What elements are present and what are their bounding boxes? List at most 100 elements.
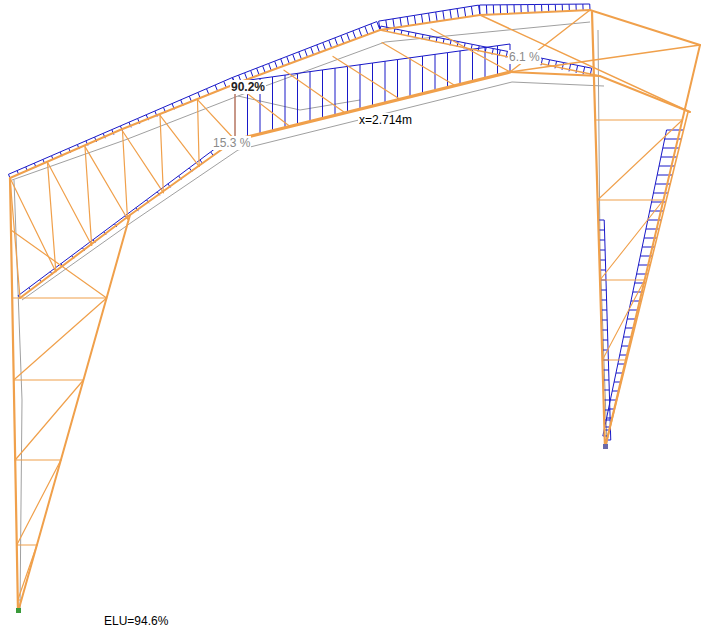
frame-member <box>11 230 107 298</box>
result-hatch <box>486 5 487 15</box>
frame-member <box>598 199 664 200</box>
result-hatch <box>457 9 458 19</box>
result-hatch <box>317 45 320 53</box>
result-hatch <box>460 51 461 84</box>
result-hatch <box>385 61 386 103</box>
result-hatch <box>353 31 356 39</box>
frame-member <box>592 12 605 448</box>
frame-member <box>595 119 682 120</box>
result-hatch <box>245 73 248 80</box>
result-hatch <box>471 6 472 16</box>
result-hatch <box>397 60 398 100</box>
result-hatch <box>507 5 508 14</box>
result-hatch <box>443 11 444 21</box>
frame-member <box>198 100 236 140</box>
result-hatch <box>379 21 380 30</box>
result-hatch <box>310 72 311 122</box>
result-hatch <box>410 58 411 97</box>
support-node <box>603 444 608 449</box>
result-hatch <box>285 75 286 128</box>
frame-member <box>14 298 107 380</box>
result-hatch <box>479 5 480 15</box>
deflection-line <box>12 22 590 180</box>
result-hatch <box>421 14 422 23</box>
result-hatch <box>480 4 590 5</box>
frame-members <box>10 10 700 612</box>
result-hatch <box>500 5 501 14</box>
result-hatch <box>322 70 323 118</box>
result-hatch <box>513 5 514 14</box>
result-hatch <box>372 63 373 106</box>
result-hatch <box>272 77 273 131</box>
frame-member <box>602 359 625 360</box>
result-hatch <box>297 73 298 124</box>
result-hatch <box>251 70 254 77</box>
result-hatch <box>479 5 480 15</box>
frame-member <box>605 45 700 448</box>
frame-member <box>48 162 92 245</box>
result-hatch <box>555 4 556 11</box>
frame-member <box>15 459 61 460</box>
frame-member <box>123 131 128 219</box>
result-hatch <box>263 66 266 73</box>
result-hatch <box>335 38 338 46</box>
result-hatch <box>335 68 336 115</box>
result-hatch <box>450 10 451 20</box>
position-label: x=2.714m <box>358 113 413 127</box>
frame-member <box>600 200 663 280</box>
result-hatch <box>347 33 350 41</box>
result-hatch <box>305 50 308 57</box>
utilization-value: 6.1 % <box>508 50 541 64</box>
frame-member <box>12 297 106 298</box>
result-hatch <box>393 19 394 28</box>
result-hatch <box>311 47 314 55</box>
result-hatch <box>414 15 415 24</box>
frame-member <box>602 280 644 360</box>
result-hatch <box>497 46 498 75</box>
result-hatch <box>548 4 549 11</box>
result-hatch <box>275 61 278 68</box>
deflection-line <box>238 96 360 110</box>
result-hatch <box>359 29 362 37</box>
frame-member <box>284 70 345 113</box>
result-hatch <box>562 4 563 11</box>
result-hatch <box>429 13 430 22</box>
result-hatch <box>365 26 368 34</box>
result-hatch <box>371 24 374 32</box>
result-hatch <box>341 36 344 44</box>
result-hatch <box>493 5 494 14</box>
utilization-value: 90.2% <box>230 80 266 94</box>
result-hatch <box>233 22 377 78</box>
result-hatch <box>407 17 408 26</box>
frame-member <box>85 147 92 246</box>
frame-member <box>18 545 37 600</box>
result-hatch <box>447 53 448 88</box>
result-hatch <box>281 59 284 66</box>
frame-member <box>17 460 61 545</box>
result-hatch <box>436 12 437 21</box>
frame-member <box>48 162 56 271</box>
result-hatch <box>435 54 436 90</box>
frame-member <box>160 115 199 166</box>
result-hatch <box>269 63 272 70</box>
result-hatch <box>534 5 535 13</box>
result-hatching <box>8 4 683 440</box>
frame-member <box>382 43 455 86</box>
result-hatch <box>287 56 290 63</box>
frame-member <box>123 131 164 193</box>
result-hatch <box>8 78 232 175</box>
frame-member <box>10 178 18 612</box>
frame-member <box>15 380 83 460</box>
frame-member <box>600 279 645 280</box>
result-hatch <box>347 66 348 112</box>
result-hatch <box>400 18 401 27</box>
result-hatch <box>520 5 521 13</box>
result-hatch <box>472 49 473 81</box>
frame-member <box>480 15 690 112</box>
frame-member <box>380 30 600 76</box>
result-hatch <box>464 7 465 17</box>
result-hatch <box>377 22 380 30</box>
result-hatch <box>603 130 667 436</box>
result-hatch <box>323 43 326 51</box>
